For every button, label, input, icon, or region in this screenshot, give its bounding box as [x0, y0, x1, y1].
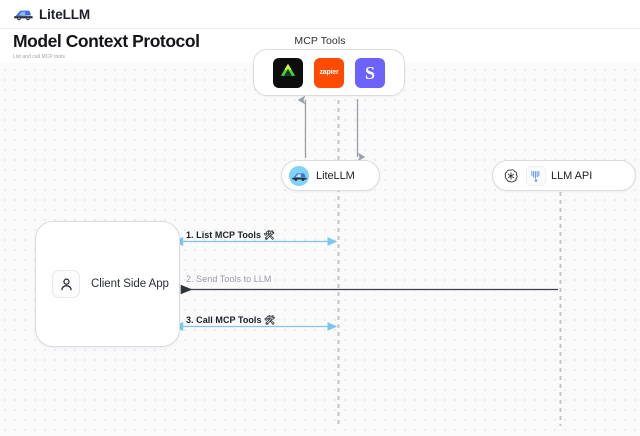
node-llm-api-label: LLM API: [551, 169, 593, 182]
node-client-side-app-label: Client Side App: [91, 278, 169, 290]
page-title: Model Context Protocol: [13, 31, 200, 51]
node-litellm[interactable]: LiteLLM: [281, 160, 380, 191]
brand[interactable]: LiteLLM: [14, 7, 90, 22]
zapier-wordmark-icon: zapier: [319, 69, 339, 76]
anthropic-icon: [526, 165, 546, 186]
tools-emoji-icon: 🛠: [263, 230, 276, 240]
tools-emoji-icon-2: 🛠: [264, 315, 276, 325]
mcp-tools-group[interactable]: zapier S: [253, 49, 405, 96]
edge-label-step-1-text: 1. List MCP Tools: [186, 230, 262, 240]
pyramid-triangle-icon: [278, 60, 298, 85]
edge-label-step-1: 1. List MCP Tools 🛠: [186, 230, 275, 241]
tool-tile-zapier[interactable]: zapier: [314, 57, 344, 88]
node-litellm-label: LiteLLM: [316, 169, 355, 182]
edge-label-step-2-text: 2. Send Tools to LLM: [186, 274, 272, 284]
litellm-logo-icon: [14, 7, 33, 21]
litellm-avatar-icon: [289, 165, 309, 186]
node-client-side-app[interactable]: Client Side App: [35, 221, 180, 347]
edge-label-step-3-text: 3. Call MCP Tools: [186, 315, 262, 325]
tool-tile-pyramid[interactable]: [273, 57, 303, 88]
page-subtitle: List and call MCP tools: [13, 54, 65, 60]
top-bar: LiteLLM: [0, 0, 640, 29]
brand-name: LiteLLM: [39, 6, 91, 22]
letter-s-icon: S: [364, 62, 375, 83]
openai-icon: [501, 165, 521, 186]
node-llm-api[interactable]: LLM API: [492, 160, 636, 191]
edge-label-step-3: 3. Call MCP Tools 🛠: [186, 315, 276, 326]
tool-tile-slack[interactable]: S: [355, 57, 385, 88]
mcp-tools-label: MCP Tools: [294, 35, 346, 47]
edge-label-step-2: 2. Send Tools to LLM: [186, 274, 271, 284]
person-icon: [52, 270, 80, 298]
